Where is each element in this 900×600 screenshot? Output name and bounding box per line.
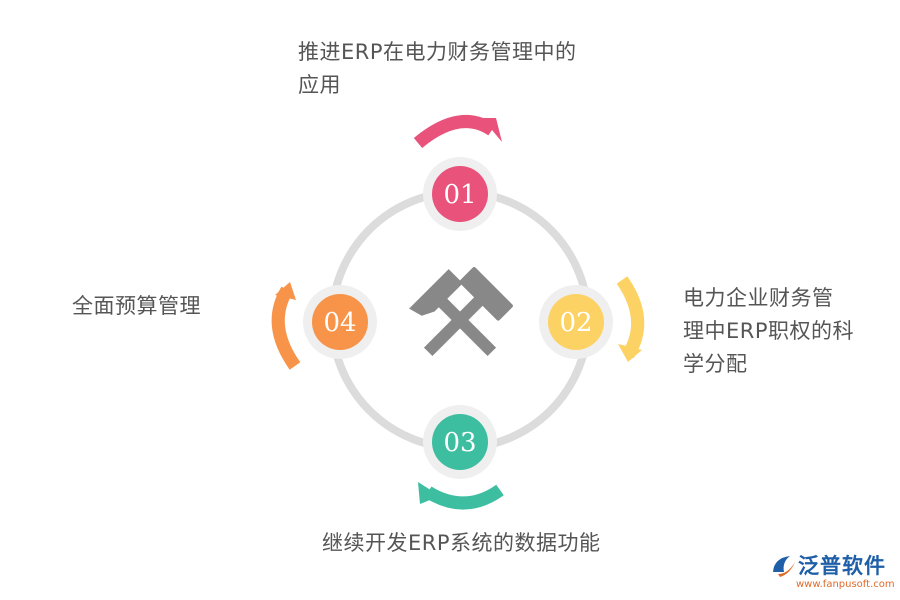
label-02-line-2: 理中ERP职权的科 — [683, 319, 855, 343]
label-03: 继续开发ERP系统的数据功能 — [322, 531, 601, 555]
label-02-line-3: 学分配 — [683, 352, 748, 376]
arrow-04-head — [275, 282, 296, 300]
node-03: 03 — [423, 405, 497, 479]
brand-logo: 泛普软件 www.fanpusoft.com — [770, 548, 895, 598]
node-03-number: 03 — [443, 428, 476, 458]
node-02-number: 02 — [559, 308, 592, 338]
arrow-02 — [616, 276, 645, 359]
label-01: 推进ERP在电力财务管理中的 应用 — [298, 36, 618, 102]
node-04: 04 — [303, 285, 377, 359]
logo-name: 泛普软件 — [798, 554, 886, 578]
label-02: 电力企业财务管 理中ERP职权的科 学分配 — [683, 282, 873, 381]
node-01: 01 — [423, 157, 497, 231]
arrow-01 — [413, 115, 496, 149]
node-04-number: 04 — [323, 308, 356, 338]
arrow-01-head — [482, 118, 502, 142]
label-01-line-1: 推进ERP在电力财务管理中的 — [298, 40, 577, 64]
label-04: 全面预算管理 — [72, 294, 201, 318]
node-01-number: 01 — [443, 180, 476, 210]
label-02-line-1: 电力企业财务管 — [683, 286, 834, 310]
logo-mark-icon — [773, 556, 795, 577]
hammer-crossed-icon — [409, 267, 513, 357]
arrow-03-head — [418, 482, 440, 504]
node-02: 02 — [539, 285, 613, 359]
arrow-03 — [424, 484, 504, 510]
label-01-line-2: 应用 — [298, 73, 341, 97]
arrow-02-head — [618, 344, 642, 362]
arrow-04 — [271, 286, 301, 370]
logo-url: www.fanpusoft.com — [796, 579, 895, 590]
